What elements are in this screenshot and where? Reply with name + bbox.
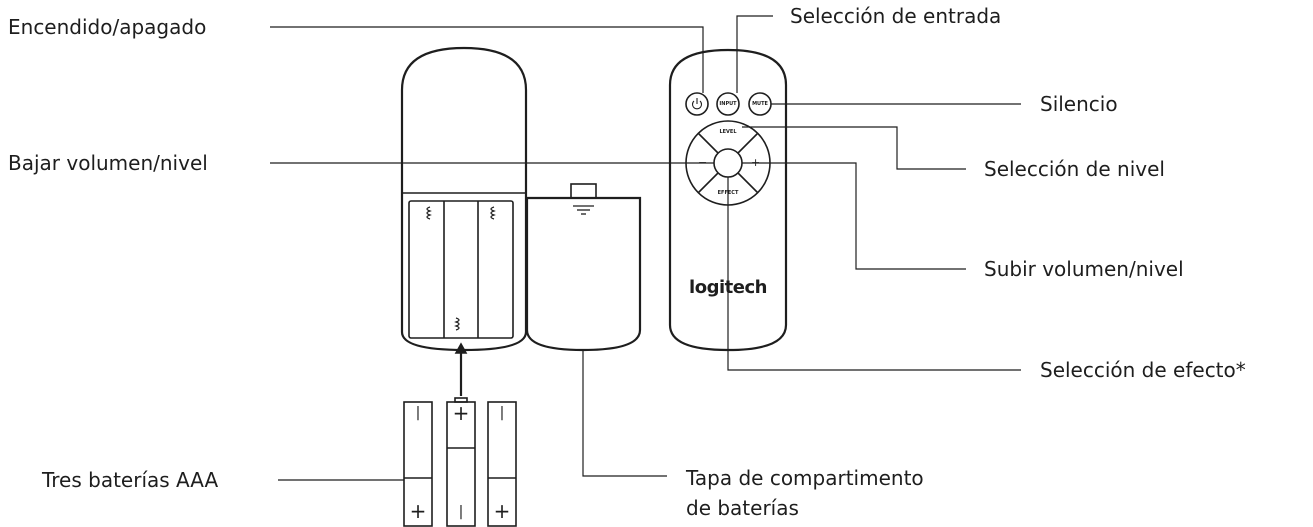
label-mute: Silencio (1040, 92, 1118, 116)
spring-contact-icon (426, 206, 496, 331)
battery-middle-minus: | (458, 504, 464, 520)
label-power: Encendido/apagado (8, 15, 207, 39)
battery-right-minus: | (499, 405, 505, 421)
level-text: LEVEL (719, 129, 737, 135)
battery-left-minus: | (415, 405, 421, 421)
front-remote-body (668, 48, 788, 352)
label-volume-down: Bajar volumen/nivel (8, 151, 208, 175)
power-icon (691, 98, 703, 110)
battery-right-plus: + (493, 499, 511, 523)
leader-lines (270, 15, 1021, 481)
open-remote-body (400, 46, 528, 352)
battery-cover (525, 183, 642, 352)
battery-middle-plus: + (452, 401, 470, 425)
label-cover-line1: Tapa de compartimento (686, 466, 924, 490)
label-volume-up: Subir volumen/nivel (984, 257, 1184, 281)
input-button[interactable] (716, 92, 740, 116)
battery-left (403, 401, 433, 527)
battery-right (487, 401, 517, 527)
label-input-select: Selección de entrada (790, 4, 1002, 28)
minus-symbol: − (698, 156, 708, 169)
label-cover-line2: de baterías (686, 496, 799, 520)
label-level-select: Selección de nivel (984, 157, 1165, 181)
battery-left-plus: + (409, 499, 427, 523)
input-button-label: INPUT (719, 101, 737, 107)
brand-logo: logitech (689, 277, 767, 298)
arrow-up-icon (454, 342, 468, 396)
battery-middle (446, 397, 476, 527)
plus-symbol: + (751, 156, 761, 169)
power-button[interactable] (685, 92, 709, 116)
effect-text: EFFECT (717, 190, 739, 196)
label-effect-select: Selección de efecto* (1040, 358, 1246, 382)
mute-button-label: MUTE (752, 101, 768, 107)
label-batteries: Tres baterías AAA (42, 468, 219, 492)
